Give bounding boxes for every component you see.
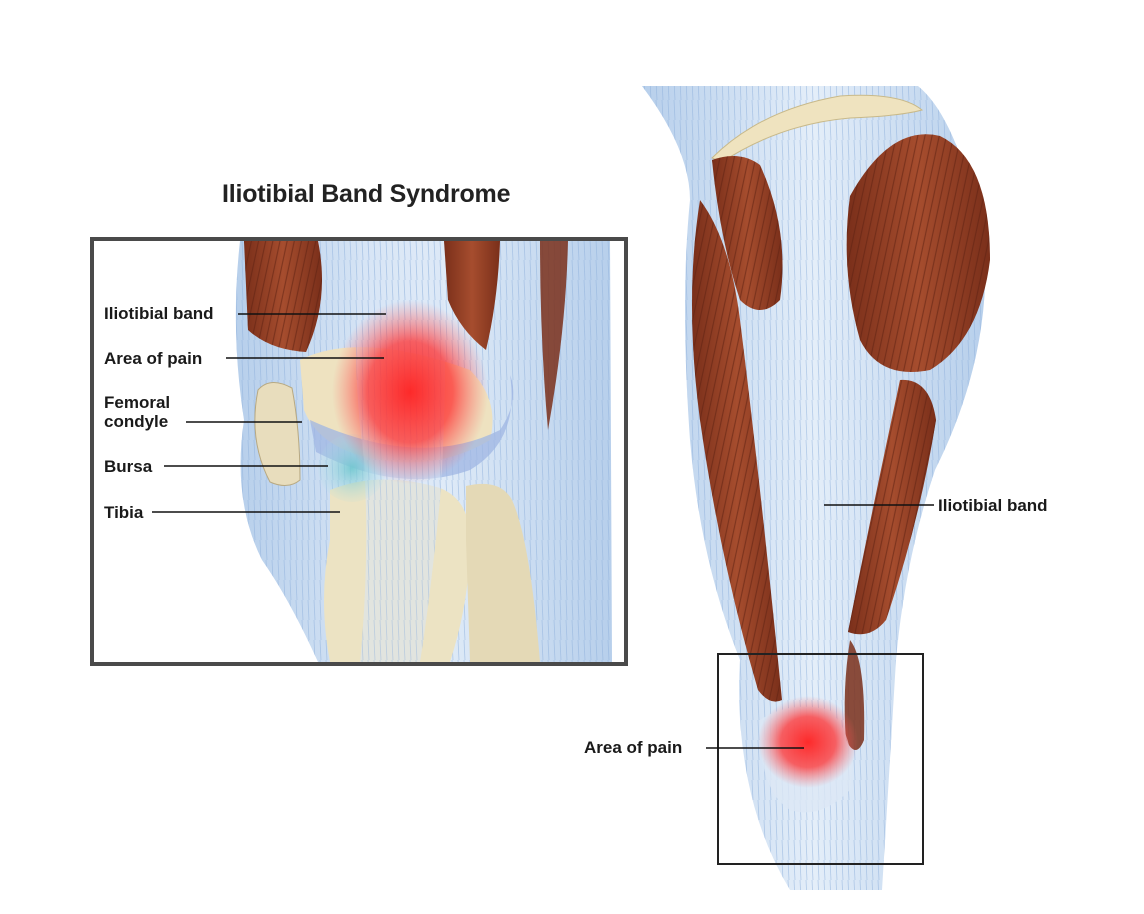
- leg-illustration: [642, 86, 990, 890]
- label-area-of-pain: Area of pain: [104, 349, 203, 368]
- leg-pain-area: [758, 696, 858, 788]
- inset-leader-lines: [152, 313, 386, 513]
- leg-iliac-crest: [711, 94, 924, 163]
- label-tibia: Tibia: [104, 503, 144, 522]
- label-leg-iliotibial-band: Iliotibial band: [938, 496, 1048, 515]
- label-leg-area-of-pain: Area of pain: [584, 738, 683, 757]
- inset-knee-illustration: [235, 241, 613, 662]
- label-iliotibial-band: Iliotibial band: [104, 304, 214, 323]
- label-bursa: Bursa: [104, 457, 153, 476]
- inset-pain-area: [332, 300, 488, 484]
- diagram-title: Iliotibial Band Syndrome: [222, 180, 511, 208]
- leg-knee-frame: [717, 653, 924, 865]
- label-femoral-condyle: Femoral condyle: [104, 393, 171, 431]
- inset-muscle-right: [444, 241, 500, 350]
- leg-leader-lines: [706, 504, 934, 749]
- inset-frame: [90, 237, 628, 666]
- inset-condyle-bone: [254, 382, 301, 486]
